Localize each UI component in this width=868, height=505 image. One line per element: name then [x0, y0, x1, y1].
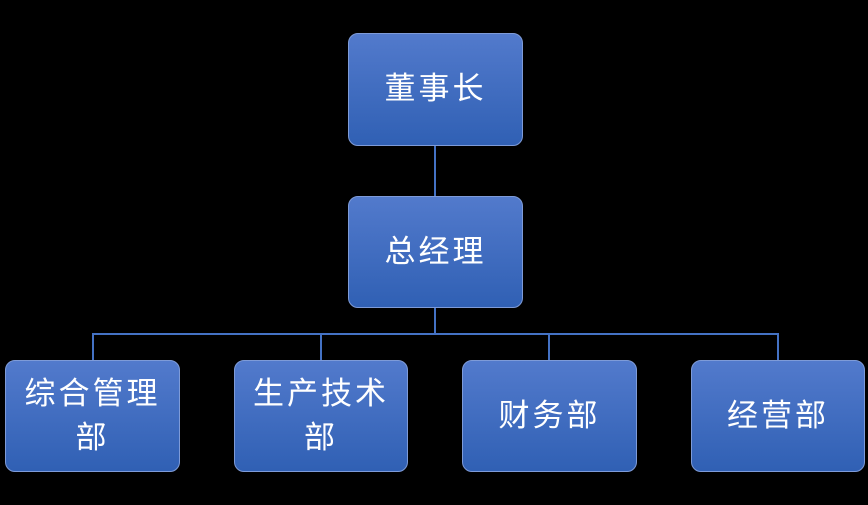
org-node-business-dept[interactable]: 经营部 — [691, 360, 865, 472]
connector-drop-dept-1 — [92, 333, 94, 360]
org-node-production-tech-dept[interactable]: 生产技术部 — [234, 360, 408, 472]
connector-root-to-manager — [434, 146, 436, 196]
org-node-general-admin-dept[interactable]: 综合管理部 — [5, 360, 180, 472]
connector-manager-to-bus — [434, 308, 436, 335]
node-label: 总经理 — [384, 233, 487, 270]
connector-horizontal-bus — [92, 333, 779, 335]
org-node-chairman[interactable]: 董事长 — [348, 33, 523, 146]
connector-drop-dept-3 — [548, 333, 550, 360]
node-label: 经营部 — [727, 397, 829, 434]
node-label: 财务部 — [498, 397, 601, 434]
node-label: 综合管理部 — [24, 375, 161, 456]
org-node-general-manager[interactable]: 总经理 — [348, 196, 523, 308]
node-label: 生产技术部 — [253, 375, 389, 456]
node-label: 董事长 — [384, 71, 487, 108]
connector-drop-dept-2 — [320, 333, 322, 360]
org-node-finance-dept[interactable]: 财务部 — [462, 360, 637, 472]
connector-drop-dept-4 — [777, 333, 779, 360]
